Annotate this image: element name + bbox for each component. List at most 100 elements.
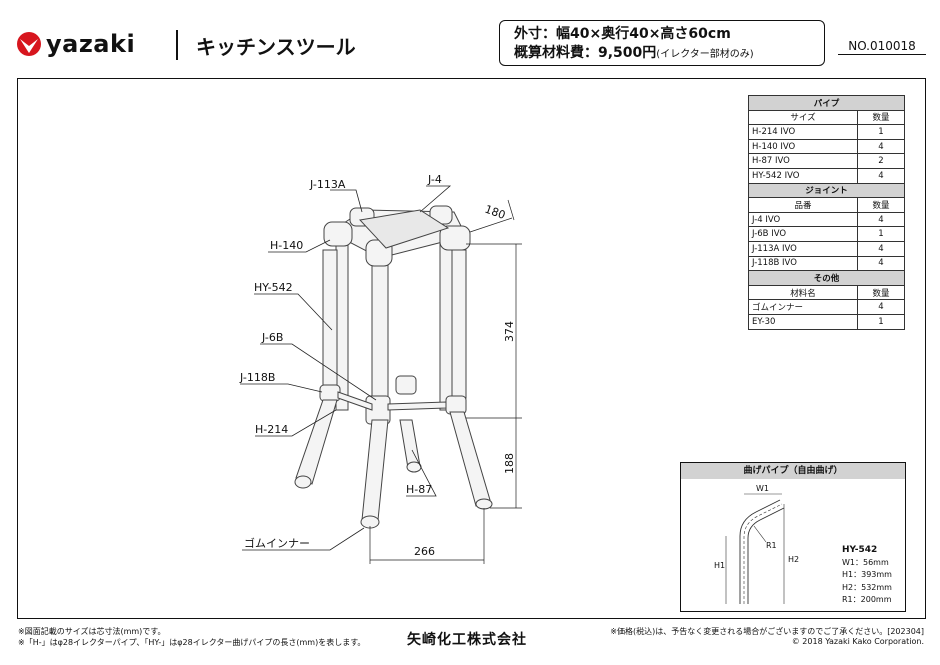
bend-pipe-outer	[739, 499, 781, 604]
part-qty: 4	[857, 299, 905, 315]
section-pipe: パイプ	[748, 95, 905, 111]
label-h140: H-140	[270, 239, 303, 252]
part-name: J-118B IVO	[748, 255, 858, 272]
part-name: H-87 IVO	[748, 153, 858, 169]
title-divider	[176, 30, 178, 60]
lower-leg-right	[449, 411, 491, 507]
label-j118b: J-118B	[239, 371, 275, 384]
col-qty: 数量	[857, 109, 905, 126]
label-h1: H1	[714, 561, 725, 570]
outer-dimensions: 外寸：幅40×奥行40×高さ60cm	[514, 26, 731, 42]
section-other: その他	[748, 270, 905, 286]
part-qty: 4	[857, 138, 905, 155]
price-note: ※価格(税込)は、予告なく変更される場合がございますのでご了承ください。[202…	[610, 627, 924, 636]
leader-h214	[255, 409, 337, 437]
document-number: NO.010018	[838, 39, 926, 55]
cross-brace-2	[387, 401, 447, 411]
brand-logo: yazaki	[16, 30, 135, 58]
spec-w1: W1：56mm	[842, 557, 889, 567]
joint-left	[323, 221, 353, 247]
rubber-cap-left	[294, 475, 312, 489]
bend-pipe-name: HY-542	[842, 545, 878, 555]
leader-j6b	[260, 343, 377, 401]
leader-j118b	[240, 383, 323, 393]
label-h2: H2	[788, 555, 799, 564]
spec-r1: R1：200mm	[842, 595, 892, 604]
bend-pipe-center	[743, 503, 783, 604]
part-name: HY-542 IVO	[748, 167, 858, 184]
dim-188: 188	[503, 453, 516, 474]
footer-note-2: ※「H-」はφ28イレクターパイプ、「HY-」はφ28イレクター曲げパイプの長さ…	[18, 638, 366, 647]
front-center-leg	[371, 261, 389, 413]
yazaki-logo-icon	[17, 32, 41, 56]
label-h87: H-87	[406, 483, 432, 496]
label-h214: H-214	[255, 423, 288, 436]
label-j6b: J-6B	[261, 331, 283, 344]
brace-joint-left	[319, 384, 341, 402]
front-right-leg	[451, 249, 467, 399]
dim-374: 374	[503, 321, 516, 342]
leader-j4	[419, 185, 452, 213]
copyright: © 2018 Yazaki Kako Corporation.	[791, 637, 924, 646]
lower-leg-back	[399, 419, 421, 469]
part-qty: 1	[857, 226, 905, 242]
spec-box: 外寸：幅40×奥行40×高さ60cm 概算材料費：9,500円(イレクター部材の…	[499, 20, 825, 66]
page-title: キッチンスツール	[196, 35, 356, 59]
material-cost: 概算材料費：9,500円(イレクター部材のみ)	[514, 44, 824, 64]
back-right-leg	[439, 243, 453, 411]
dim-266: 266	[414, 545, 435, 558]
bend-pipe-box	[680, 462, 906, 612]
seat-weave	[359, 209, 450, 249]
part-name: J-113A IVO	[748, 240, 858, 257]
bend-pipe-title: 曲げパイプ（自由曲げ）	[681, 463, 905, 479]
rubber-cap-right	[475, 498, 493, 510]
part-name: H-140 IVO	[748, 138, 858, 155]
label-j113a: J-113A	[309, 178, 346, 191]
lower-leg-front	[361, 419, 389, 521]
part-qty: 4	[857, 255, 905, 272]
col-qty: 数量	[857, 284, 905, 301]
front-left-leg	[322, 249, 338, 393]
label-j4: J-4	[427, 173, 442, 186]
leader-h87	[406, 449, 437, 497]
material-cost-note: (イレクター部材のみ)	[656, 49, 754, 60]
col-size: サイズ	[748, 109, 858, 126]
label-r1: R1	[766, 541, 777, 550]
part-name: J-6B IVO	[748, 226, 858, 242]
brace-joint-back	[395, 375, 417, 395]
brand-name: yazaki	[46, 30, 136, 58]
bend-pipe-drawing: W1 R1 H1 H2	[714, 484, 799, 604]
spec-h2: H2：532mm	[842, 582, 892, 592]
footer-note-1: ※図面記載のサイズは芯寸法(mm)です。	[18, 627, 166, 636]
part-qty: 4	[857, 240, 905, 257]
joint-right	[439, 225, 471, 251]
part-qty: 4	[857, 211, 905, 228]
label-hy542: HY-542	[254, 281, 293, 294]
part-qty: 4	[857, 167, 905, 184]
lower-leg-left	[295, 399, 338, 485]
cross-brace-1	[337, 391, 373, 411]
dim-180: 180	[483, 203, 507, 222]
dim-tick-180	[507, 199, 515, 221]
part-name: J-4 IVO	[748, 211, 858, 228]
part-qty: 2	[857, 153, 905, 169]
section-joint: ジョイント	[748, 182, 905, 199]
part-name: EY-30	[748, 313, 858, 330]
r1-leader	[753, 525, 767, 543]
col-qty: 数量	[857, 197, 905, 213]
leader-j113a	[330, 189, 363, 213]
dim-line-180	[469, 217, 513, 233]
bend-pipe-inner	[747, 507, 785, 604]
